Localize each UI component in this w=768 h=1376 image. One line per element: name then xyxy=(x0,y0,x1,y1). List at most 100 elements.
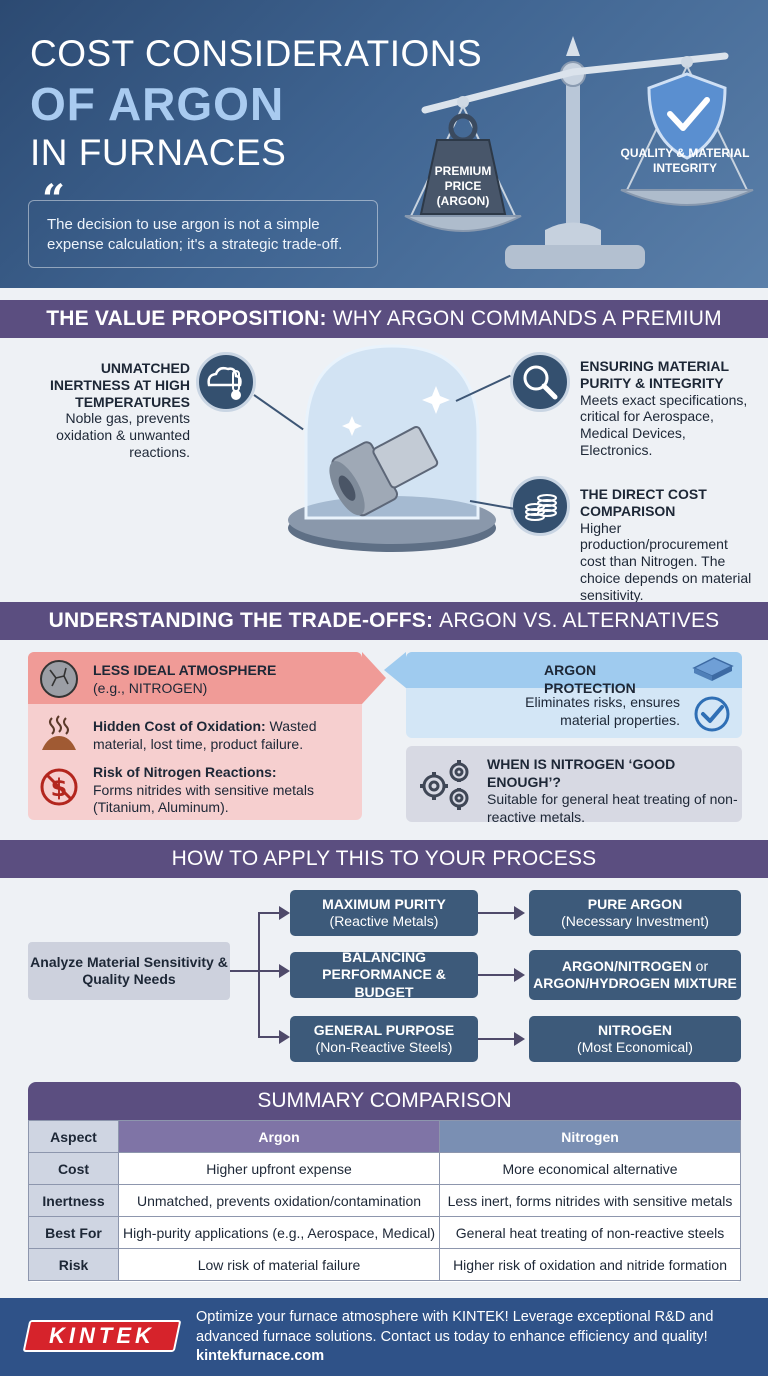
glass-dome-icon xyxy=(288,344,496,552)
less-ideal-sub: (e.g., NITROGEN) xyxy=(93,679,208,696)
purity-heading: ENSURING MATERIAL PURITY & INTEGRITY xyxy=(580,358,729,391)
mixture-label-1: ARGON/NITROGEN xyxy=(561,957,692,974)
flow-line xyxy=(258,970,280,972)
pure-argon-box: PURE ARGON (Necessary Investment) xyxy=(529,890,741,936)
general-purpose-box: GENERAL PURPOSE (Non-Reactive Steels) xyxy=(290,1016,478,1062)
less-ideal-panel-header xyxy=(28,652,362,704)
analyze-box: Analyze Material Sensitivity & Quality N… xyxy=(28,942,230,1000)
heat-pile-icon xyxy=(42,715,76,750)
hidden-cost-block: Hidden Cost of Oxidation: Wasted materia… xyxy=(93,718,353,753)
arrow-icon xyxy=(514,968,525,982)
arrow-icon xyxy=(514,1032,525,1046)
title-line-1: COST CONSIDERATIONS xyxy=(30,33,483,74)
cloud-thermometer-icon xyxy=(196,352,256,412)
less-ideal-heading-block: LESS IDEAL ATMOSPHERE (e.g., NITROGEN) xyxy=(93,662,353,697)
footer-text: Optimize your furnace atmosphere with KI… xyxy=(196,1309,714,1345)
hero-section: COST CONSIDERATIONS OF ARGON IN FURNACES… xyxy=(0,0,768,288)
less-ideal-heading: LESS IDEAL ATMOSPHERE xyxy=(93,662,277,678)
pure-argon-label: PURE ARGON xyxy=(587,895,683,912)
table-row: Risk Low risk of material failure Higher… xyxy=(28,1248,741,1281)
no-dollar-icon: $ xyxy=(40,768,78,806)
nitrogen-cell: General heat treating of non-reactive st… xyxy=(439,1216,741,1249)
quote-box: The decision to use argon is not a simpl… xyxy=(28,200,378,268)
argon-cell: Low risk of material failure xyxy=(117,1248,441,1281)
mixture-label-2: ARGON/HYDROGEN MIXTURE xyxy=(533,975,737,991)
risk-text: Forms nitrides with sensitive metals (Ti… xyxy=(93,781,314,816)
hidden-cost-bold: Hidden Cost of Oxidation: xyxy=(93,718,266,734)
title-line-2: OF ARGON xyxy=(30,77,285,130)
tradeoffs-banner-rest: ARGON VS. ALTERNATIVES xyxy=(439,609,720,632)
flow-line xyxy=(230,970,260,972)
table-row: Inertness Unmatched, prevents oxidation/… xyxy=(28,1184,741,1217)
inertness-body: Noble gas, prevents oxidation & unwanted… xyxy=(56,410,190,460)
argon-cell: Higher upfront expense xyxy=(117,1152,441,1185)
cost-body: Higher production/procurement cost than … xyxy=(580,519,752,603)
process-banner: HOW TO APPLY THIS TO YOUR PROCESS xyxy=(0,840,768,878)
pure-argon-sub: (Necessary Investment) xyxy=(561,913,709,929)
nitrogen-label: NITROGEN xyxy=(598,1021,672,1038)
arrow-icon xyxy=(514,906,525,920)
value-banner: THE VALUE PROPOSITION: WHY ARGON COMMAND… xyxy=(0,300,768,338)
coin-stack-icon xyxy=(510,476,570,536)
argon-cell: Unmatched, prevents oxidation/contaminat… xyxy=(117,1184,441,1217)
nitrogen-cell: Higher risk of oxidation and nitride for… xyxy=(439,1248,741,1281)
checkmark-icon xyxy=(694,696,730,732)
inertness-heading: UNMATCHED INERTNESS AT HIGH TEMPERATURES xyxy=(49,360,190,410)
mixture-box: ARGON/NITROGEN or ARGON/HYDROGEN MIXTURE xyxy=(529,950,741,1000)
risk-block: Risk of Nitrogen Reactions: Forms nitrid… xyxy=(93,764,355,817)
table-row: Cost Higher upfront expense More economi… xyxy=(28,1152,741,1185)
blue-arrow-shape xyxy=(384,652,406,688)
cracked-sphere-icon xyxy=(40,660,78,698)
gears-icon xyxy=(420,760,469,810)
flow-line xyxy=(258,1036,280,1038)
page-title: COST CONSIDERATIONS OF ARGON IN FURNACES xyxy=(30,33,483,174)
cost-heading: THE DIRECT COST COMPARISON xyxy=(580,486,707,519)
scale-icon xyxy=(404,36,754,269)
max-purity-sub: (Reactive Metals) xyxy=(329,913,439,929)
table-header-row: Aspect Argon Nitrogen xyxy=(28,1120,741,1153)
max-purity-box: MAXIMUM PURITY (Reactive Metals) xyxy=(290,890,478,936)
nitrogen-block: WHEN IS NITROGEN ‘GOOD ENOUGH’? Suitable… xyxy=(487,756,739,826)
header-aspect: Aspect xyxy=(28,1120,119,1153)
risk-bold: Risk of Nitrogen Reactions: xyxy=(93,764,277,780)
nitrogen-text: Suitable for general heat treating of no… xyxy=(487,791,738,825)
summary-table: Aspect Argon Nitrogen Cost Higher upfron… xyxy=(28,1120,741,1281)
max-purity-label: MAXIMUM PURITY xyxy=(322,895,446,912)
footer-url-link[interactable]: kintekfurnace.com xyxy=(196,1348,325,1365)
argon-protection-heading: ARGON PROTECTION xyxy=(544,662,636,696)
balancing-label: BALANCING PERFORMANCE & BUDGET xyxy=(322,948,446,1000)
red-arrow-shape xyxy=(362,652,386,704)
footer-text-block: Optimize your furnace atmosphere with KI… xyxy=(196,1308,756,1367)
argon-cell: High-purity applications (e.g., Aerospac… xyxy=(117,1216,441,1249)
row-label: Best For xyxy=(28,1216,119,1249)
flow-line xyxy=(478,1038,516,1040)
flow-line xyxy=(478,912,516,914)
arrow-icon xyxy=(279,906,290,920)
tile-icon xyxy=(692,657,734,681)
arrow-icon xyxy=(279,1030,290,1044)
purity-block: ENSURING MATERIAL PURITY & INTEGRITY Mee… xyxy=(580,358,750,459)
row-label: Risk xyxy=(28,1248,119,1281)
hidden-cost-text: Wasted material, lost time, product fail… xyxy=(93,718,317,752)
scale-right-label: QUALITY & MATERIAL INTEGRITY xyxy=(620,146,750,175)
row-label: Inertness xyxy=(28,1184,119,1217)
purity-body: Meets exact specifications, critical for… xyxy=(580,391,748,458)
flow-line xyxy=(258,912,260,1036)
nitrogen-panel xyxy=(406,746,742,822)
value-banner-bold: THE VALUE PROPOSITION: xyxy=(46,307,327,330)
mixture-or: or xyxy=(695,957,709,974)
flow-line xyxy=(258,912,280,914)
header-argon: Argon xyxy=(117,1120,441,1153)
tradeoffs-banner-bold: UNDERSTANDING THE TRADE-OFFS: xyxy=(48,609,434,632)
table-row: Best For High-purity applications (e.g.,… xyxy=(28,1216,741,1249)
flow-line xyxy=(478,974,516,976)
inertness-block: UNMATCHED INERTNESS AT HIGH TEMPERATURES… xyxy=(40,360,190,461)
general-purpose-label: GENERAL PURPOSE xyxy=(313,1021,455,1038)
nitrogen-box: NITROGEN (Most Economical) xyxy=(529,1016,741,1062)
nitrogen-heading: WHEN IS NITROGEN ‘GOOD ENOUGH’? xyxy=(487,756,676,790)
quote-mark-icon: “ xyxy=(42,176,66,223)
row-label: Cost xyxy=(28,1152,119,1185)
arrow-icon xyxy=(279,964,290,978)
kintek-logo-text: KINTEK xyxy=(49,1323,155,1348)
tradeoffs-banner: UNDERSTANDING THE TRADE-OFFS: ARGON VS. … xyxy=(0,602,768,640)
